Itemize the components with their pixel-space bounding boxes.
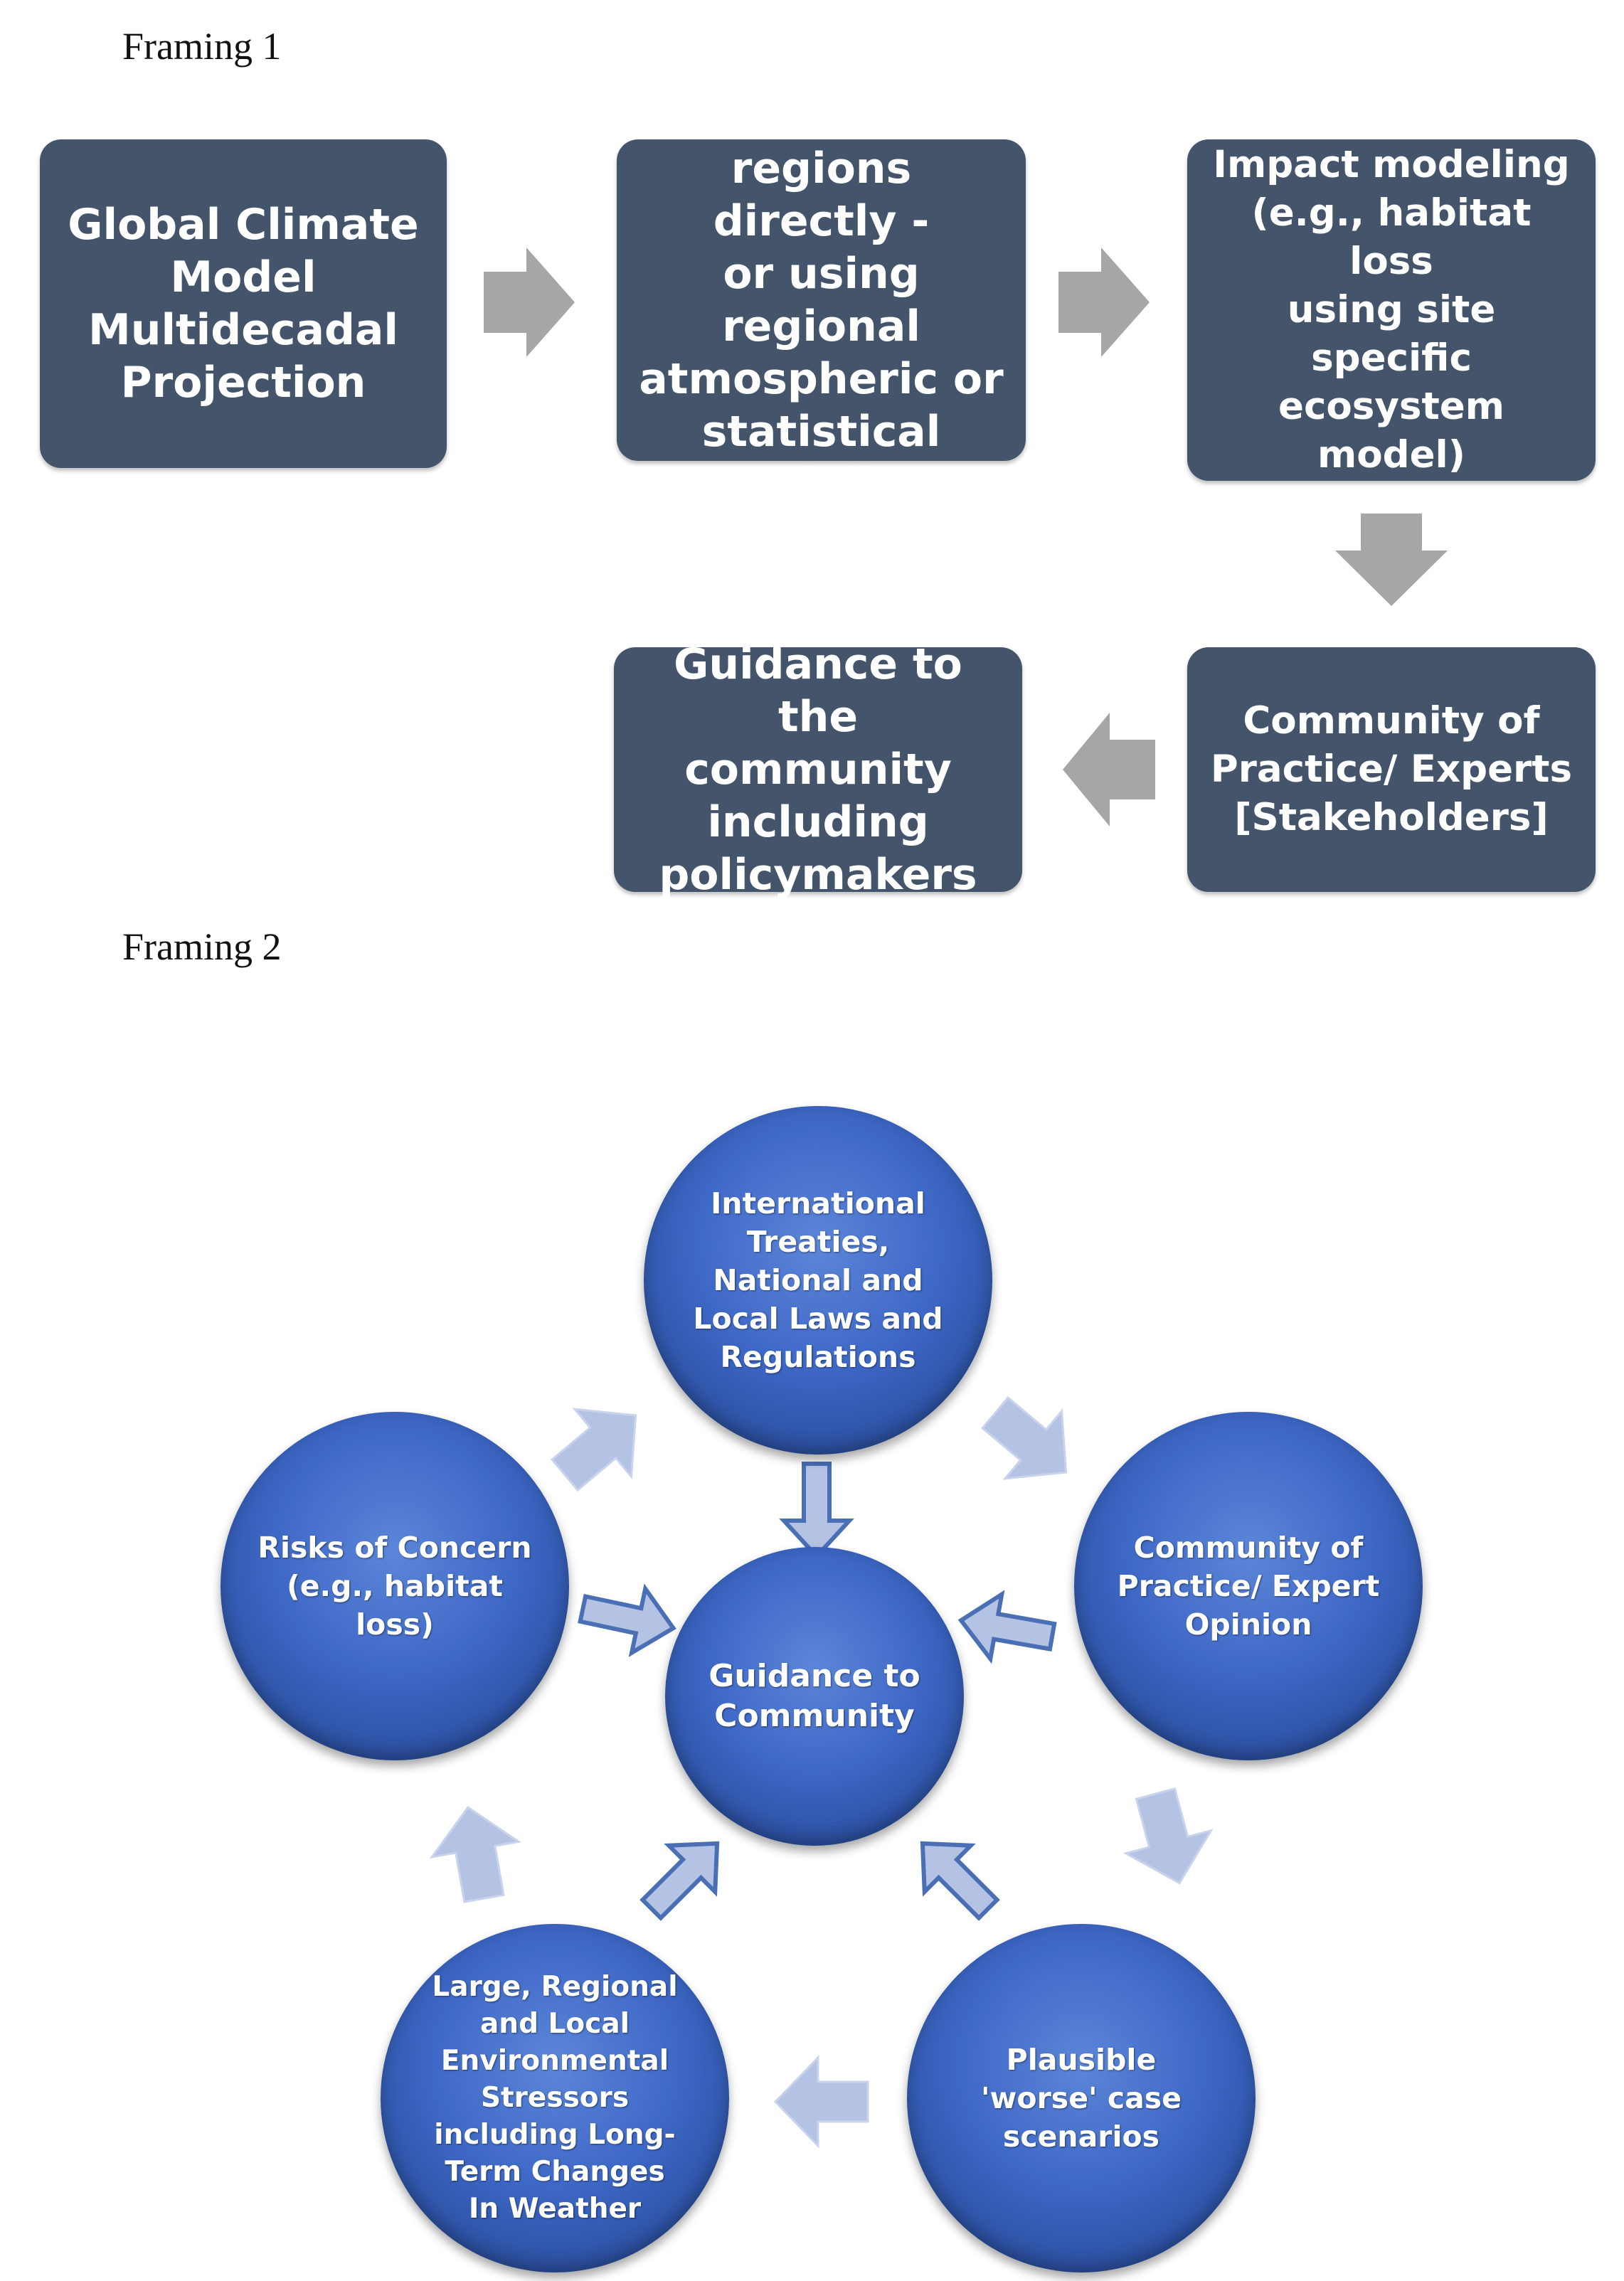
treaties-line: Treaties, <box>746 1225 890 1259</box>
risks-line: loss) <box>356 1607 434 1642</box>
stressors-line: Stressors <box>480 2082 630 2114</box>
gcm-line: Multidecadal <box>88 305 398 355</box>
cycle-arrow-icon <box>773 2055 869 2149</box>
impact-line: ecosystem model) <box>1278 385 1504 477</box>
stressors-line: Environmental <box>440 2045 669 2077</box>
inner-arrow-icon <box>578 1583 676 1657</box>
stressors-line: In Weather <box>468 2193 642 2225</box>
downscale-line: atmospheric or <box>639 354 1004 404</box>
framing-1-label: Framing 1 <box>122 25 282 68</box>
treaties-circle: International Treaties, National and Loc… <box>644 1106 992 1455</box>
gcm-line: Model <box>170 252 317 302</box>
stressors-circle: Large, Regional and Local Environmental … <box>381 1924 729 2272</box>
guidance-box: Guidance to the community including poli… <box>614 639 1022 900</box>
community-opinion-line: Community of <box>1133 1531 1364 1565</box>
risks-circle: Risks of Concern (e.g., habitat loss) <box>221 1412 569 1760</box>
impact-modeling-box: Impact modeling (e.g., habitat loss usin… <box>1187 139 1596 481</box>
arrow-right-icon <box>484 248 575 357</box>
guidance-line: community <box>684 745 952 794</box>
plausible-line: scenarios <box>1002 2120 1160 2154</box>
gcm-line: Projection <box>120 358 366 408</box>
inner-arrow-icon <box>639 1841 720 1921</box>
guidance-line: policymakers <box>659 850 977 900</box>
guidance-line: Guidance to the <box>674 639 962 742</box>
community-opinion-line: Opinion <box>1184 1607 1312 1642</box>
framing-1-arrows <box>484 248 1448 826</box>
treaties-line: Local Laws and <box>693 1302 943 1336</box>
impact-line: using site specific <box>1287 288 1496 380</box>
guidance-line: including <box>707 797 929 847</box>
inner-arrow-icon <box>779 1462 854 1560</box>
plausible-line: Plausible <box>1006 2043 1157 2077</box>
gcm-box: Global Climate Model Multidecadal Projec… <box>40 139 447 468</box>
community-opinion-circle: Community of Practice/ Expert Opinion <box>1074 1412 1423 1760</box>
center-line: Community <box>714 1698 915 1734</box>
plausible-line: 'worse' case <box>980 2081 1182 2115</box>
downscale-line: statistical <box>701 407 941 457</box>
treaties-line: International <box>711 1186 925 1221</box>
community-line: Practice/ Experts <box>1210 748 1573 791</box>
inner-arrow-icon <box>957 1590 1057 1664</box>
community-of-practice-box: Community of Practice/ Experts [Stakehol… <box>1187 647 1596 892</box>
downscale-line: Downscale to <box>660 91 982 141</box>
impact-line: (e.g., habitat loss <box>1251 191 1532 283</box>
plausible-scenarios-circle: Plausible 'worse' case scenarios <box>907 1924 1256 2272</box>
guidance-center-circle: Guidance to Community <box>665 1547 964 1846</box>
arrow-down-icon <box>1335 514 1448 606</box>
arrow-right-icon <box>1058 248 1150 357</box>
center-line: Guidance to <box>708 1658 920 1694</box>
framing-2-label: Framing 2 <box>122 925 282 968</box>
cycle-arrow-icon <box>429 1806 522 1903</box>
downscale-line: modeling <box>709 459 933 509</box>
community-opinion-line: Practice/ Expert <box>1117 1569 1380 1603</box>
stressors-line: including Long- <box>434 2119 676 2151</box>
community-line: [Stakeholders] <box>1234 796 1549 839</box>
cycle-arrow-icon <box>1123 1787 1214 1885</box>
stressors-line: and Local <box>479 2008 630 2040</box>
treaties-line: Regulations <box>720 1340 916 1374</box>
downscale-box: Downscale to regions directly - or using… <box>617 91 1026 509</box>
gcm-line: Global Climate <box>68 200 419 250</box>
cycle-arrow-icon <box>550 1408 637 1492</box>
stressors-line: Term Changes <box>445 2156 665 2188</box>
risks-line: Risks of Concern <box>258 1531 532 1565</box>
risks-line: (e.g., habitat <box>286 1569 504 1603</box>
treaties-line: National and <box>713 1263 923 1297</box>
community-line: Community of <box>1243 699 1540 743</box>
impact-line: Impact modeling <box>1213 143 1570 186</box>
inner-arrow-icon <box>920 1841 1000 1921</box>
arrow-left-icon <box>1063 713 1155 826</box>
downscale-line: or using regional <box>722 249 920 351</box>
downscale-line: regions directly - <box>713 144 930 246</box>
stressors-line: Large, Regional <box>432 1971 678 2003</box>
cycle-arrow-icon <box>980 1395 1068 1480</box>
